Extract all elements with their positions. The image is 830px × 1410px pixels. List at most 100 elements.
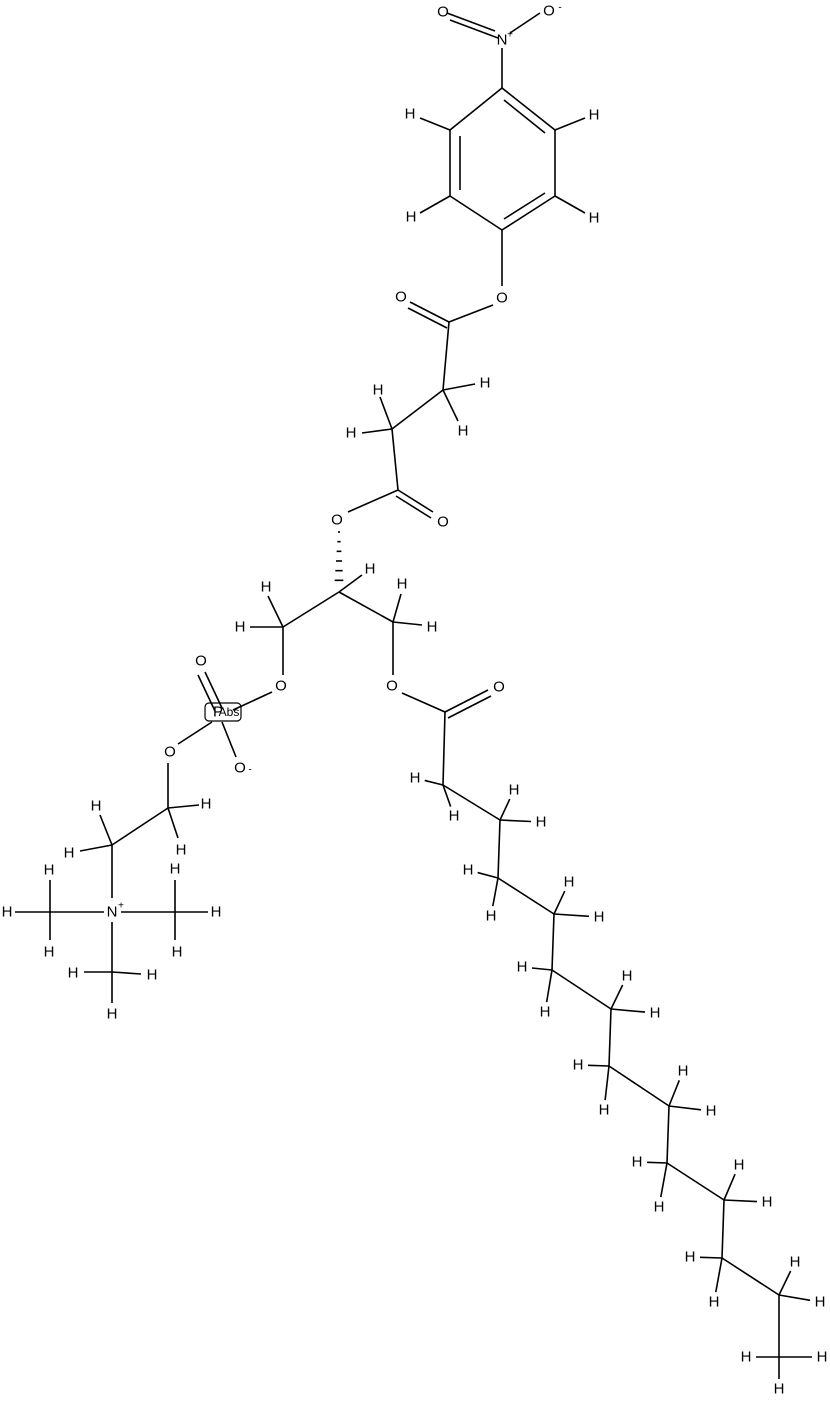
oxygen-label: O (395, 289, 407, 306)
chain-c-c-bond (721, 1257, 780, 1296)
nitro-n-o-bond (509, 12, 541, 34)
c-h-bond (361, 428, 393, 434)
bond-layer (15, 12, 812, 1379)
c-h-bond (604, 1065, 610, 1101)
hydrogen-label: H (64, 845, 75, 862)
oxygen-label: O (195, 653, 207, 670)
c-h-bond (442, 389, 459, 422)
hydrogen-label: H (261, 579, 272, 596)
nitro-nitrogen-label: N (497, 32, 508, 49)
c-h-bond (111, 971, 142, 975)
stereo-flag-box (204, 702, 242, 722)
c-o-double-bond (447, 695, 492, 719)
c-o-bond (347, 489, 399, 513)
c-h-bond (338, 574, 363, 593)
hydrogen-label: H (172, 944, 183, 961)
c-h-bond (778, 1270, 792, 1296)
chain-c-c-bond (551, 969, 612, 1010)
c-h-bond (668, 1079, 681, 1107)
c-h-bond (499, 819, 532, 823)
hydrogen-label: H (678, 1063, 689, 1080)
hydrogen-label: H (709, 1294, 720, 1311)
hydrogen-label: H (564, 874, 575, 891)
hydrogen-label: H (815, 1294, 826, 1311)
c-h-bond (477, 871, 499, 879)
ring-inner-double-bond (503, 192, 546, 220)
ring-bond (449, 195, 503, 231)
hydrogen-label: H (540, 1004, 551, 1021)
oxygen-label: O (543, 3, 555, 20)
c-o-double-bond (407, 307, 448, 329)
hydrogen-label: H (589, 210, 600, 227)
nitro-negative-charge: - (558, 3, 561, 14)
ring-inner-double-bond (503, 99, 546, 134)
stereo-flag-label: Abs (219, 705, 240, 719)
chain-c-c-bond (497, 819, 501, 879)
hydrogen-label: H (734, 1157, 745, 1174)
hydrogen-label: H (594, 909, 605, 926)
hydrogen-label: H (2, 904, 13, 921)
phosphate-negative-charge: - (248, 765, 251, 776)
c-h-bond (715, 1257, 723, 1293)
ring-bond (501, 195, 556, 231)
hydrogen-label: H (509, 782, 520, 799)
c-h-bond (723, 1173, 736, 1201)
hydrogen-label: H (373, 382, 384, 399)
c-h-bond (424, 779, 444, 786)
phosphorus-label: P (213, 704, 223, 721)
chain-c-c-bond (608, 1065, 670, 1107)
hydrogen-label: H (397, 576, 408, 593)
hydrogen-label: H (107, 1006, 118, 1023)
c-c-bond (391, 428, 399, 491)
oxygen-label: O (331, 512, 343, 529)
c-h-bond (554, 195, 586, 214)
ammonium-positive-charge: + (118, 901, 124, 912)
hydrogen-label: H (235, 619, 246, 636)
hydrogen-label: H (685, 1249, 696, 1266)
chain-c-c-bond (442, 784, 501, 821)
nitro-n-o-double-bond (449, 19, 499, 39)
chain-c-c-bond (551, 913, 555, 971)
chain-c-c-bond (608, 1008, 612, 1067)
hydrogen-label: H (774, 1381, 785, 1398)
hydrogen-label: H (790, 1254, 801, 1271)
hydrogen-label: H (176, 842, 187, 859)
c-h-bond (79, 844, 113, 852)
c-h-bond (419, 117, 451, 131)
oxygen-label: O (437, 514, 449, 531)
c-h-bond (699, 1256, 723, 1259)
oxygen-label: O (164, 744, 176, 761)
c-h-bond (668, 1105, 702, 1111)
hydrogen-label: H (365, 561, 376, 578)
hydrogen-label: H (410, 770, 421, 787)
hydrogen-label: H (762, 1194, 773, 1211)
hydrogen-label: H (405, 106, 416, 123)
c-h-bond (553, 913, 590, 918)
hydrogen-label: H (573, 1057, 584, 1074)
c-h-bond (267, 595, 284, 628)
c-h-bond (492, 877, 499, 907)
c-h-bond (646, 1161, 668, 1164)
c-o-double-bond (395, 495, 432, 519)
hydrogen-label: H (650, 1005, 661, 1022)
chain-c-c-bond (721, 1199, 725, 1259)
o-c-bond (401, 692, 446, 713)
hydrogen-label: H (211, 904, 222, 921)
c-c-bond (111, 807, 169, 846)
c-h-bond (778, 1294, 811, 1302)
hydrogen-label: H (458, 423, 469, 440)
c-h-bond (442, 784, 452, 807)
hydrogen-label: H (589, 107, 600, 124)
c-h-bond (610, 984, 624, 1010)
hydrogen-label: H (463, 862, 474, 879)
c-h-bond (545, 969, 553, 1003)
oxygen-label: O (496, 290, 508, 307)
c-o-double-bond (409, 301, 450, 323)
c-c-bond (338, 591, 394, 623)
nitro-positive-charge: + (507, 30, 513, 41)
c-o-double-bond (444, 689, 489, 713)
c-c-bond (391, 389, 444, 430)
p-o-double-bond (197, 674, 216, 712)
o-p-bond (232, 691, 273, 711)
